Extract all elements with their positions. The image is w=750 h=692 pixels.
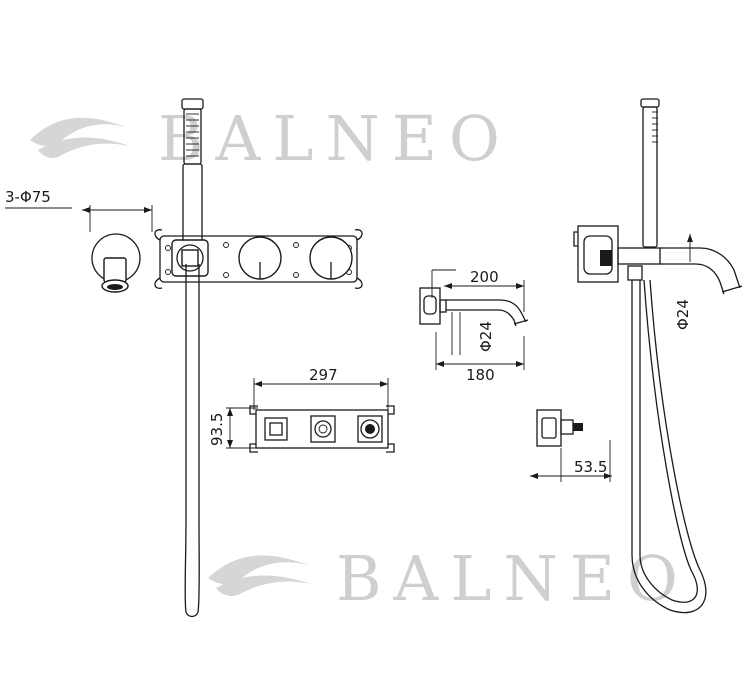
watermark-bottom: BALNEO <box>208 542 690 615</box>
dim-spout-diameter-large: Φ24 <box>674 299 692 330</box>
shower-head-nozzles-icon <box>652 111 658 143</box>
shower-head-nozzles-icon <box>186 113 199 157</box>
dim-box-width: 297 <box>309 366 338 384</box>
watermark-text-bottom: BALNEO <box>336 542 690 615</box>
dim-spout-diameter-small: Φ24 <box>477 321 495 352</box>
wave-logo-icon <box>208 555 312 596</box>
wave-logo-icon <box>30 117 130 158</box>
box-view: 297 93.5 <box>208 366 395 453</box>
plate-mount-ears <box>154 229 363 289</box>
dim-spout-reach: 200 <box>470 268 499 286</box>
dim-box-height: 93.5 <box>208 413 226 446</box>
watermark-top: BALNEO <box>30 102 512 175</box>
bath-set-side-view: Φ24 <box>573 98 743 614</box>
dim-valve-depth: 53.5 <box>574 458 607 476</box>
dim-spout-projection: 180 <box>466 366 495 384</box>
front-view: 3-Φ75 <box>5 98 363 618</box>
watermark-text-top: BALNEO <box>158 102 512 175</box>
valve-side-view: 53.5 <box>530 409 612 482</box>
spout-side-view: 200 Φ24 180 <box>419 268 529 384</box>
dim-flange-diameter: 3-Φ75 <box>5 188 51 206</box>
